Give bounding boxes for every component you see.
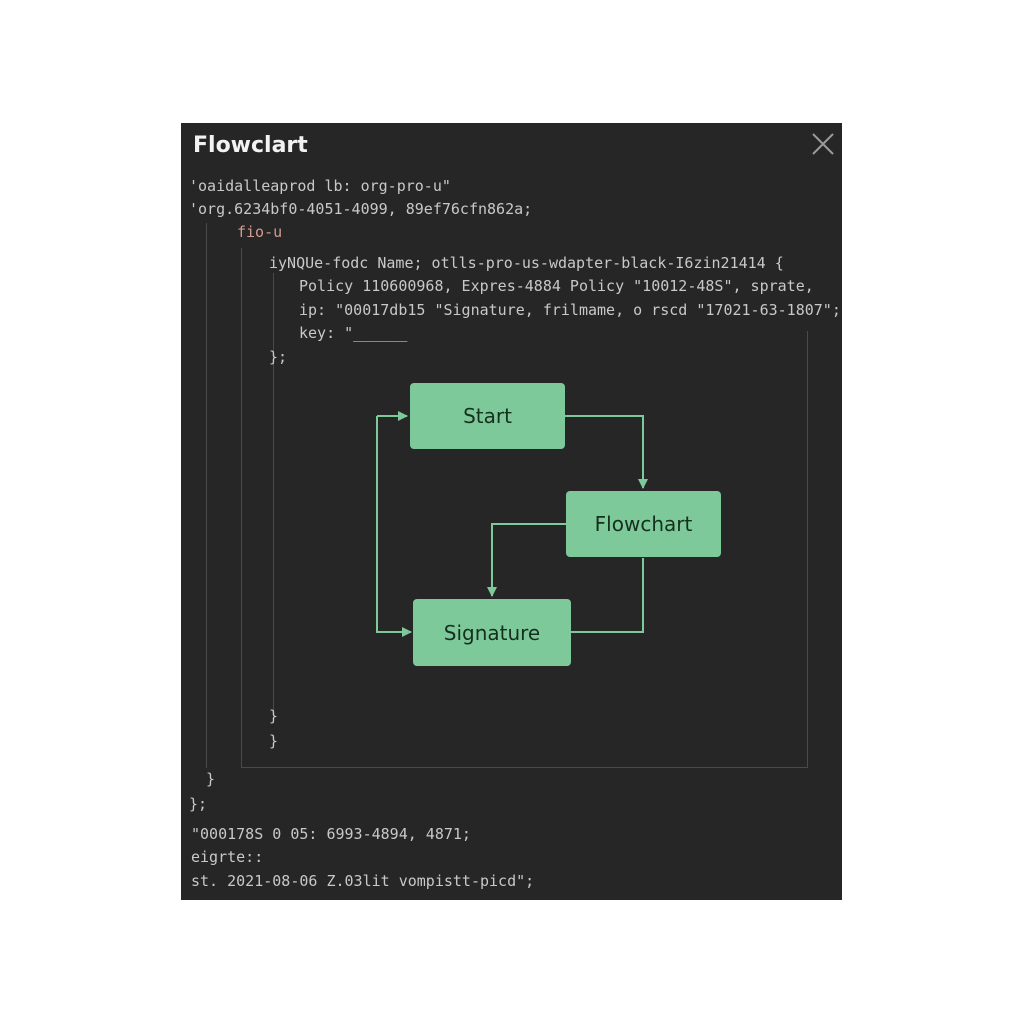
code-line: } [206, 770, 216, 788]
window-title: Flowclart [193, 133, 308, 158]
close-icon[interactable] [806, 127, 840, 161]
code-block-frame [241, 331, 808, 768]
code-line: } [269, 732, 279, 750]
code-line: key: "______ [299, 324, 408, 342]
code-line: }; [189, 795, 208, 813]
code-line: fio-u [237, 223, 283, 241]
code-line: Policy 110600968, Expres-4884 Policy "10… [299, 277, 814, 295]
flowchart-node-signature[interactable]: Signature [413, 599, 571, 666]
code-line: eigrte:: [191, 848, 264, 866]
code-line: iyNQUe-fodc Name; otlls-pro-us-wdapter-b… [269, 254, 784, 272]
code-line: } [269, 707, 279, 725]
code-line: "000178S 0 05: 6993-4894, 4871; [191, 825, 471, 843]
indent-guide [273, 273, 274, 713]
indent-guide [206, 223, 207, 768]
flowchart-node-flowchart[interactable]: Flowchart [566, 491, 721, 557]
code-line: }; [269, 348, 288, 366]
flowchart-window: Flowclart 'oaidalleaprod lb: org-pro-u" … [181, 123, 842, 900]
code-line: 'oaidalleaprod lb: org-pro-u" [189, 177, 451, 195]
code-line: 'org.6234bf0-4051-4099, 89ef76cfn862a; [189, 200, 533, 218]
flowchart-node-start[interactable]: Start [410, 383, 565, 449]
code-line: st. 2021-08-06 Z.03lit vompistt-picd"; [191, 872, 535, 890]
code-line: ip: "00017db15 "Signature, frilmame, o r… [299, 301, 841, 319]
indent-guide [241, 248, 242, 768]
